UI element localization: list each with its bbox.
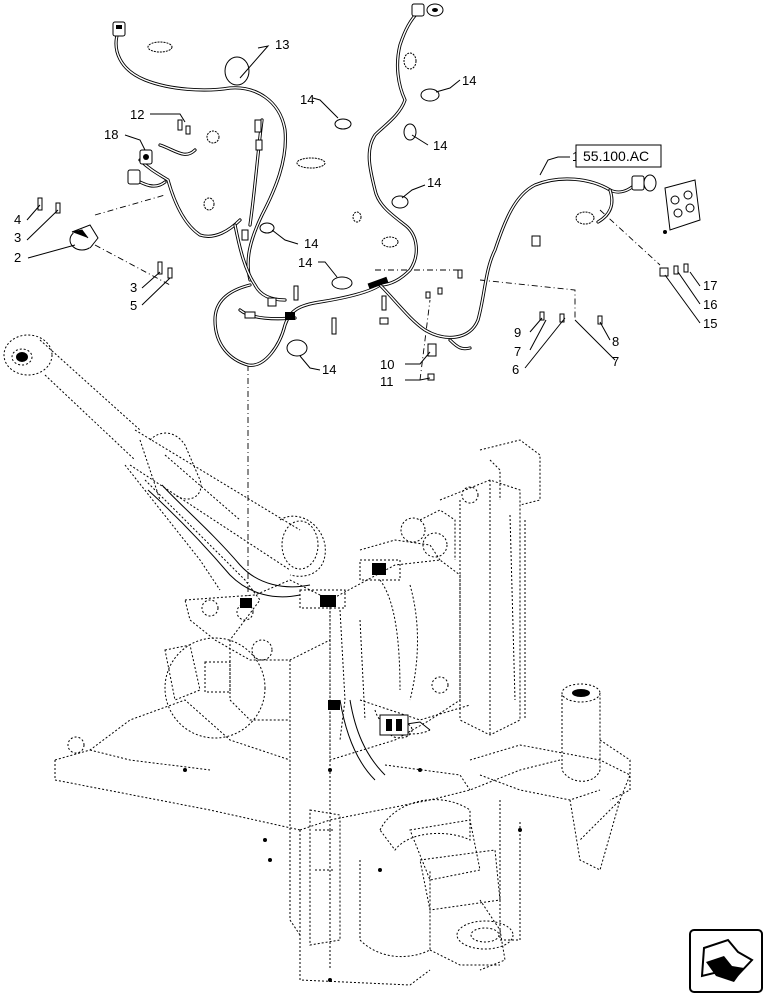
callout-3: 3 bbox=[14, 230, 21, 245]
leader-lines bbox=[26, 45, 701, 381]
arrow-icon[interactable] bbox=[689, 929, 763, 993]
callout-8: 8 bbox=[612, 334, 619, 349]
callout-14: 14 bbox=[300, 92, 314, 107]
reference-box[interactable]: 55.100.AC bbox=[575, 144, 662, 168]
clamps-14 bbox=[147, 41, 595, 357]
callout-17: 17 bbox=[703, 278, 717, 293]
wire-harness bbox=[114, 8, 640, 367]
bolts-center bbox=[293, 235, 689, 381]
callout-15: 15 bbox=[703, 316, 717, 331]
callout-14: 14 bbox=[433, 138, 447, 153]
connector-right bbox=[631, 174, 701, 234]
callout-18: 18 bbox=[104, 127, 118, 142]
callout-11: 11 bbox=[380, 374, 394, 389]
callout-12: 12 bbox=[130, 107, 144, 122]
harness-center-loop bbox=[213, 283, 382, 367]
callout-2: 2 bbox=[14, 250, 21, 265]
connector-18 bbox=[127, 149, 153, 185]
callout-10: 10 bbox=[380, 357, 394, 372]
connector-top bbox=[411, 3, 444, 17]
callout-4: 4 bbox=[14, 212, 21, 227]
cable-ties bbox=[241, 119, 389, 320]
callout-3: 3 bbox=[130, 280, 137, 295]
clip-assembly bbox=[37, 197, 173, 279]
assembly-lines bbox=[94, 194, 661, 600]
harness-upper-branch bbox=[367, 8, 422, 287]
reference-label: 55.100.AC bbox=[583, 148, 649, 164]
harness-left-branch bbox=[114, 30, 288, 302]
left-tower bbox=[164, 579, 331, 920]
bolts-12 bbox=[177, 119, 191, 135]
main-chassis bbox=[54, 699, 631, 986]
lift-cylinder bbox=[3, 334, 326, 641]
callout-5: 5 bbox=[130, 298, 137, 313]
callout-16: 16 bbox=[703, 297, 717, 312]
callout-6: 6 bbox=[512, 362, 519, 377]
connector-top-left bbox=[112, 21, 126, 37]
callout-13: 13 bbox=[275, 37, 289, 52]
callout-14: 14 bbox=[322, 362, 336, 377]
frame-hoses bbox=[147, 484, 431, 781]
callout-7: 7 bbox=[612, 354, 619, 369]
callout-7: 7 bbox=[514, 344, 521, 359]
pin-housing bbox=[561, 683, 631, 801]
callout-14: 14 bbox=[462, 73, 476, 88]
callout-14: 14 bbox=[427, 175, 441, 190]
callout-14: 14 bbox=[304, 236, 318, 251]
callouts: 1 2 3 3 4 5 6 7 7 8 9 10 11 12 13 14 14 … bbox=[14, 37, 717, 389]
right-tower bbox=[419, 439, 541, 736]
harness-right-branch bbox=[378, 177, 640, 351]
machine-frame bbox=[3, 194, 661, 986]
callout-9: 9 bbox=[514, 325, 521, 340]
callout-14: 14 bbox=[298, 255, 312, 270]
